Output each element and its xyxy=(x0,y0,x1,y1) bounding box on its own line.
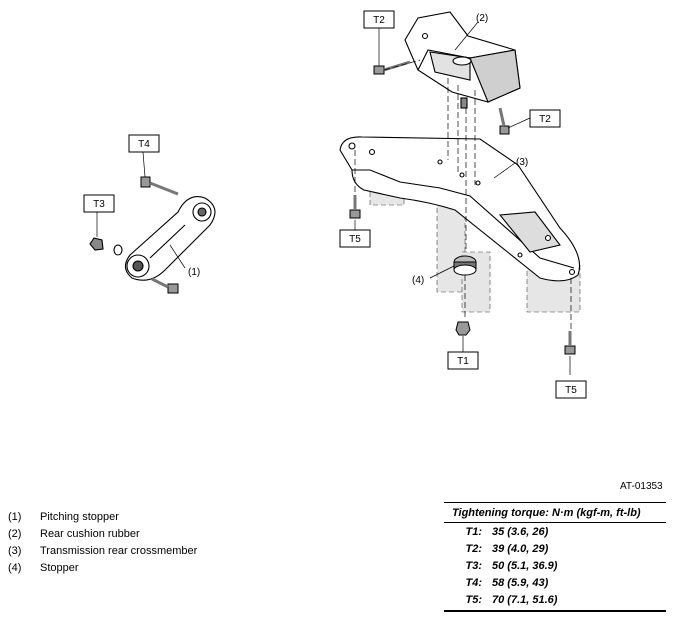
svg-text:T5: T5 xyxy=(565,385,577,396)
torque-key: T5: xyxy=(465,593,483,606)
bolt-t5-right xyxy=(564,331,576,355)
part-label-2: (2) xyxy=(476,13,488,24)
leader-lines xyxy=(96,21,571,375)
torque-key: T2: xyxy=(465,542,483,555)
svg-text:T2: T2 xyxy=(373,15,385,26)
bolt-t4 xyxy=(140,176,179,196)
torque-key: T3: xyxy=(465,559,483,572)
svg-text:T1: T1 xyxy=(457,356,469,367)
svg-text:T5: T5 xyxy=(349,234,361,245)
svg-text:T4: T4 xyxy=(138,139,150,150)
callout-t2-right: T2 xyxy=(529,109,561,128)
callout-t5-right: T5 xyxy=(555,380,587,399)
exploded-parts-diagram: T2 T2 T4 T3 T5 T1 T5 (1) (2) (3) (4) xyxy=(83,10,587,399)
legend-row: (2) Rear cushion rubber xyxy=(8,525,197,542)
torque-key: T1: xyxy=(465,525,483,538)
legend-label: Stopper xyxy=(40,561,79,574)
torque-table: Tightening torque: N·m (kgf-m, ft-lb) T1… xyxy=(444,502,666,612)
figure-id: AT-01353 xyxy=(620,481,663,492)
part-label-3: (3) xyxy=(516,157,528,168)
callout-t4: T4 xyxy=(128,134,160,153)
bolt-t2-right xyxy=(498,107,510,135)
legend-label: Rear cushion rubber xyxy=(40,527,140,540)
legend-number: (3) xyxy=(8,544,22,557)
bolt-pitching-bottom xyxy=(151,277,179,294)
pitching-stopper xyxy=(89,196,216,281)
bolts xyxy=(140,60,576,355)
legend-number: (4) xyxy=(8,561,22,574)
legend-row: (3) Transmission rear crossmember xyxy=(8,542,197,559)
torque-row: T5: 70 (7.1, 51.6) xyxy=(444,591,666,608)
legend-row: (4) Stopper xyxy=(8,559,197,576)
bolt-t1 xyxy=(455,321,471,336)
svg-text:T3: T3 xyxy=(93,199,105,210)
svg-text:T2: T2 xyxy=(539,114,551,125)
torque-value: 39 (4.0, 29) xyxy=(492,542,549,555)
stopper-part xyxy=(453,255,477,276)
bolt-t5-left xyxy=(349,195,361,219)
torque-row: T2: 39 (4.0, 29) xyxy=(444,540,666,557)
part-label-1: (1) xyxy=(188,267,200,278)
torque-title: Tightening torque: N·m (kgf-m, ft-lb) xyxy=(444,502,666,523)
callout-t3: T3 xyxy=(83,194,115,213)
torque-value: 35 (3.6, 26) xyxy=(492,525,549,538)
legend-row: (1) Pitching stopper xyxy=(8,508,197,525)
torque-value: 50 (5.1, 36.9) xyxy=(492,559,558,572)
legend-number: (1) xyxy=(8,510,22,523)
torque-row: T4: 58 (5.9, 43) xyxy=(444,574,666,591)
callout-t5-left: T5 xyxy=(339,229,371,248)
legend-number: (2) xyxy=(8,527,22,540)
alignment-lines xyxy=(354,59,572,330)
part-label-4: (4) xyxy=(412,275,424,286)
torque-value: 70 (7.1, 51.6) xyxy=(492,593,558,606)
legend-label: Pitching stopper xyxy=(40,510,119,523)
legend-label: Transmission rear crossmember xyxy=(40,544,198,557)
torque-value: 58 (5.9, 43) xyxy=(492,576,549,589)
torque-key: T4: xyxy=(465,576,483,589)
parts-legend: (1) Pitching stopper (2) Rear cushion ru… xyxy=(8,508,197,576)
rear-cushion-rubber xyxy=(404,11,521,109)
torque-bottom-rule xyxy=(444,610,666,612)
torque-row: T3: 50 (5.1, 36.9) xyxy=(444,557,666,574)
torque-row: T1: 35 (3.6, 26) xyxy=(444,523,666,540)
callout-t2-top: T2 xyxy=(363,10,395,29)
callout-t1: T1 xyxy=(447,351,479,370)
transmission-rear-crossmember xyxy=(339,136,581,282)
bolt-t2-top xyxy=(373,60,411,75)
